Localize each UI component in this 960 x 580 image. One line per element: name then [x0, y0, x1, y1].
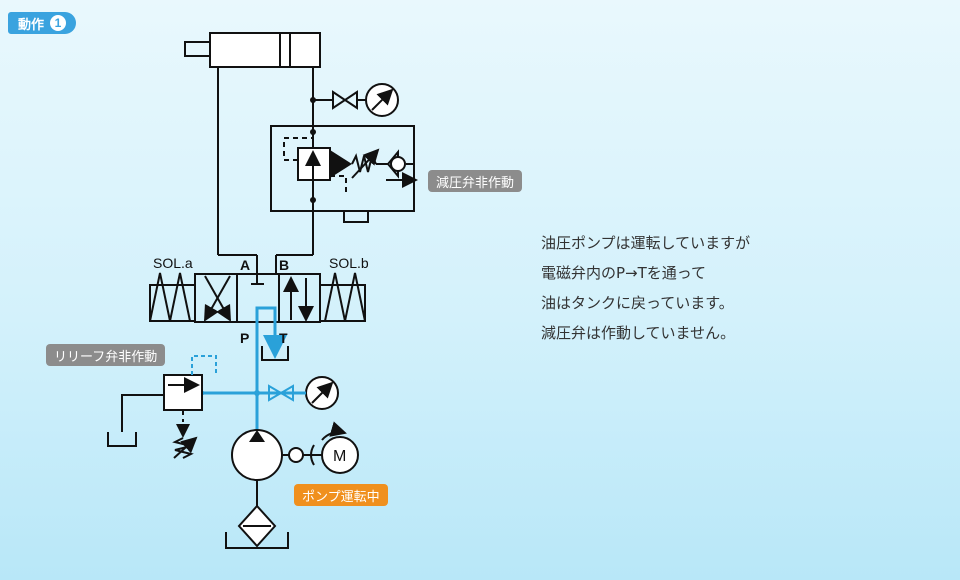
reducing-valve-callout: 減圧弁非作動: [428, 170, 523, 192]
step-label: 動作: [18, 16, 45, 32]
solenoid-directional-valve: [149, 254, 366, 323]
description-line: 減圧弁は作動していません。: [541, 324, 736, 342]
pressure-reducing-valve: [270, 125, 418, 223]
step-number: 1: [50, 15, 67, 31]
description-line: 油圧ポンプは運転していますが: [541, 234, 751, 252]
port-t-label: T: [279, 330, 288, 346]
sol-b-label: SOL.b: [329, 255, 369, 271]
motor-label: M: [333, 448, 346, 465]
description-line: 油はタンクに戻っています。: [541, 294, 734, 312]
pump-callout: ポンプ運転中: [294, 484, 388, 506]
relief-valve: [107, 355, 339, 459]
sol-a-label: SOL.a: [153, 255, 193, 271]
hydraulic-cylinder: [184, 32, 321, 255]
description-line: 電磁弁内のP→Tを通って: [541, 264, 707, 282]
step-tag: 動作 1: [8, 12, 77, 34]
description-text: 油圧ポンプは運転していますが 電磁弁内のP→Tを通って 油はタンクに戻っています…: [541, 228, 901, 348]
relief-valve-callout: リリーフ弁非作動: [46, 344, 166, 366]
port-p-label: P: [240, 330, 249, 346]
flow-path-p-to-t: [255, 306, 287, 440]
port-a-label: A: [240, 257, 250, 273]
port-b-label: B: [279, 257, 289, 273]
hydraulic-pump: [225, 429, 322, 549]
electric-motor: [321, 421, 359, 474]
upper-gauge-branch: [310, 83, 399, 117]
